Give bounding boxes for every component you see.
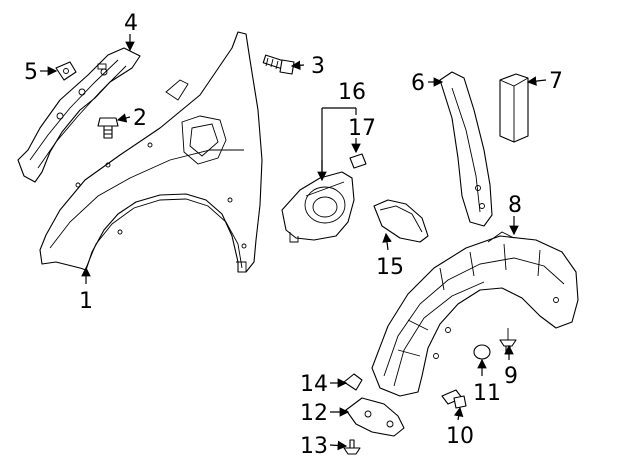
part-screw-10 <box>441 389 467 409</box>
part-cap-17 <box>349 153 367 169</box>
part-lower-bracket <box>345 397 405 437</box>
callout-8: 8 <box>508 193 522 218</box>
part-fender-bracket <box>17 47 141 183</box>
leader-15 <box>382 232 392 251</box>
part-foam-block <box>499 73 529 143</box>
callout-6: 6 <box>411 71 425 96</box>
part-front-fender <box>39 31 263 273</box>
callout-17: 17 <box>348 116 376 141</box>
part-bolt-3 <box>262 54 295 75</box>
callout-5: 5 <box>24 60 38 85</box>
leader-13 <box>329 440 348 451</box>
leader-7 <box>526 76 547 86</box>
callout-3: 3 <box>311 54 325 79</box>
callout-labels: 1 2 3 4 5 6 7 8 9 10 11 12 13 14 15 16 1… <box>24 11 563 459</box>
part-push-clip-9 <box>499 328 517 355</box>
part-fuel-door <box>373 199 429 243</box>
callout-2: 2 <box>133 106 147 131</box>
callout-13: 13 <box>300 434 328 459</box>
part-fuel-filler-housing <box>281 171 355 243</box>
callout-7: 7 <box>549 69 563 94</box>
callout-9: 9 <box>504 364 518 389</box>
part-clip-14 <box>343 373 363 391</box>
leader-10 <box>453 406 464 421</box>
callout-1: 1 <box>79 289 93 314</box>
leader-2 <box>116 113 131 123</box>
callout-16: 16 <box>338 80 366 105</box>
part-pillar-trim <box>439 71 493 227</box>
part-bolt-2 <box>97 117 119 139</box>
part-push-pin-13 <box>343 439 361 455</box>
part-plug-11 <box>473 344 491 360</box>
callout-4: 4 <box>124 11 138 36</box>
callout-11: 11 <box>473 381 501 406</box>
callout-10: 10 <box>446 424 474 449</box>
leader-3 <box>290 60 305 71</box>
leader-lines <box>40 34 547 451</box>
part-clip-nut <box>55 61 77 81</box>
callout-12: 12 <box>300 401 328 426</box>
part-wheel-liner <box>371 231 579 397</box>
callout-14: 14 <box>300 372 328 397</box>
callout-15: 15 <box>376 255 404 280</box>
